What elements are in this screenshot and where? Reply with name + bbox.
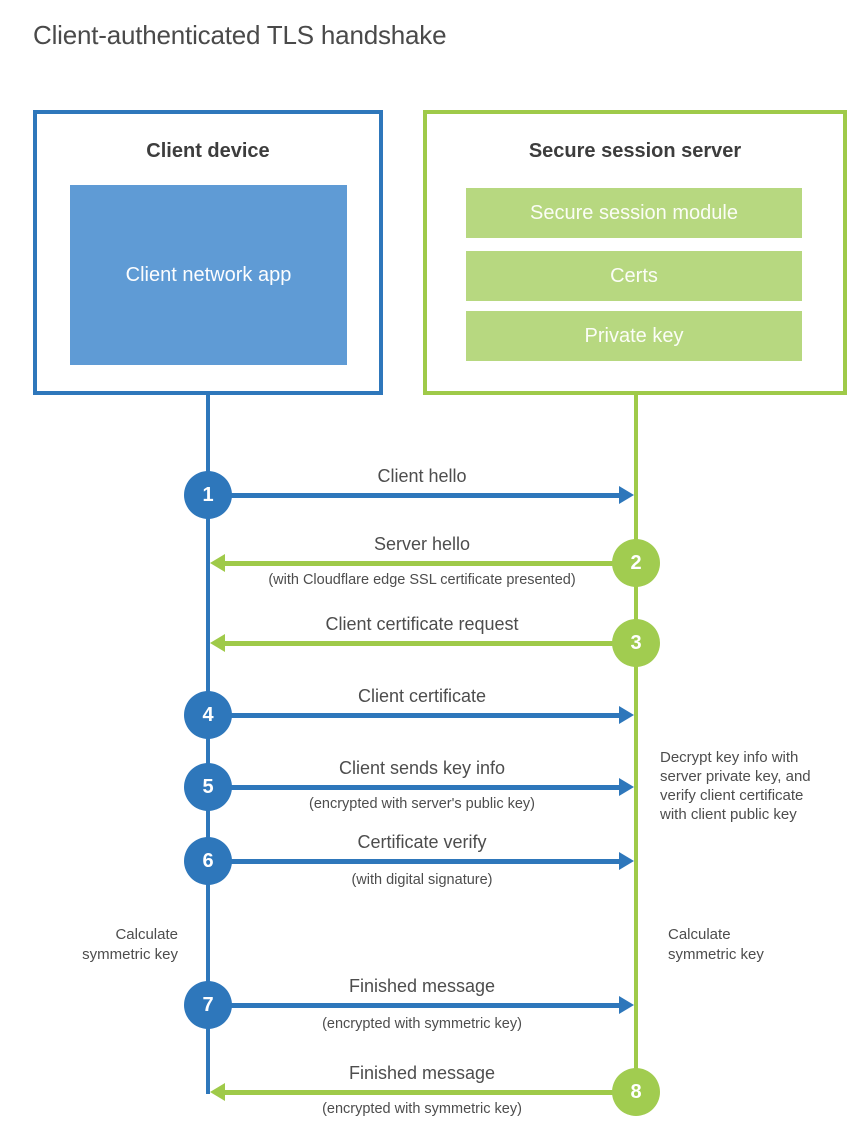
server-module-certs: Certs: [466, 251, 802, 301]
arrowhead-left-icon: [210, 1083, 225, 1101]
note-calculate-symmetric-key-server: Calculate symmetric key: [668, 926, 764, 963]
page-title: Client-authenticated TLS handshake: [33, 20, 447, 50]
step-5-label: Client sends key info: [338, 758, 506, 778]
client-network-app-label: Client network app: [125, 264, 292, 286]
step-1-badge: 1: [184, 471, 232, 519]
step-7-label: Finished message: [348, 976, 496, 996]
step-6-sublabel: (with digital signature): [351, 872, 493, 888]
secure-session-server-title: Secure session server: [528, 140, 742, 162]
arrowhead-right-icon: [619, 778, 634, 796]
arrow-line-step-3: [222, 641, 636, 646]
step-4-badge: 4: [184, 691, 232, 739]
step-5-badge: 5: [184, 763, 232, 811]
step-2-label: Server hello: [373, 534, 471, 554]
server-module-label: Certs: [610, 264, 658, 287]
client-device-title: Client device: [146, 140, 270, 162]
server-lifeline: [634, 393, 638, 1092]
step-6-label: Certificate verify: [357, 832, 487, 852]
step-8-label: Finished message: [348, 1063, 496, 1083]
step-2-badge: 2: [612, 539, 660, 587]
arrowhead-right-icon: [619, 852, 634, 870]
step-8-badge: 8: [612, 1068, 660, 1116]
arrow-line-step-6: [208, 859, 621, 864]
arrowhead-right-icon: [619, 486, 634, 504]
server-module-label: Private key: [584, 324, 684, 347]
arrow-line-step-2: [222, 561, 636, 566]
arrowhead-left-icon: [210, 634, 225, 652]
arrow-line-step-7: [208, 1003, 621, 1008]
step-7-sublabel: (encrypted with symmetric key): [322, 1016, 522, 1032]
note-decrypt-key-info: Decrypt key info with server private key…: [660, 749, 811, 823]
note-calculate-symmetric-key-client: Calculate symmetric key: [82, 926, 178, 963]
arrow-line-step-8: [222, 1090, 636, 1095]
step-4-label: Client certificate: [357, 686, 487, 706]
step-8-sublabel: (encrypted with symmetric key): [322, 1101, 522, 1117]
step-3-label: Client certificate request: [325, 614, 519, 634]
step-7-badge: 7: [184, 981, 232, 1029]
step-3-badge: 3: [612, 619, 660, 667]
arrowhead-right-icon: [619, 706, 634, 724]
step-5-sublabel: (encrypted with server's public key): [309, 796, 535, 812]
client-network-app-box: Client network app: [70, 185, 347, 365]
step-2-sublabel: (with Cloudflare edge SSL certificate pr…: [268, 572, 576, 588]
server-module-label: Secure session module: [530, 201, 738, 224]
client-lifeline: [206, 393, 210, 1094]
arrowhead-right-icon: [619, 996, 634, 1014]
arrowhead-left-icon: [210, 554, 225, 572]
step-1-label: Client hello: [377, 466, 467, 486]
step-6-badge: 6: [184, 837, 232, 885]
arrow-line-step-4: [208, 713, 621, 718]
server-module-secure-session: Secure session module: [466, 188, 802, 238]
arrow-line-step-1: [208, 493, 621, 498]
server-module-private-key: Private key: [466, 311, 802, 361]
arrow-line-step-5: [208, 785, 621, 790]
